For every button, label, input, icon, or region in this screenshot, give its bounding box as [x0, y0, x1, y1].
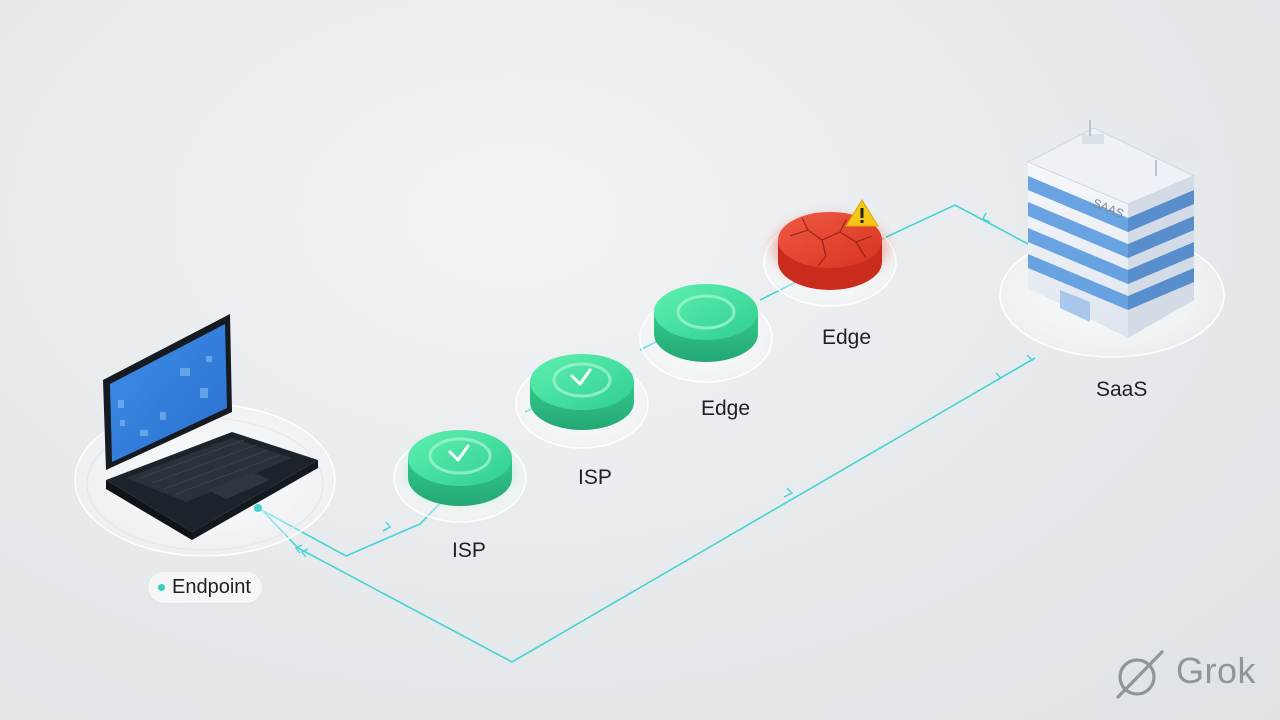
node-isp-1[interactable]: [393, 430, 527, 523]
node-edge-1[interactable]: [639, 284, 773, 383]
endpoint-label-text: Endpoint: [172, 576, 251, 598]
saas-building[interactable]: SAAS: [999, 120, 1225, 358]
cloud-icon: [1156, 129, 1202, 162]
brand-name: Grok: [1176, 650, 1257, 691]
request-path-line: [257, 204, 1036, 663]
label-isp-1: ISP: [452, 539, 486, 562]
label-edge-2: Edge: [822, 326, 872, 349]
status-dot: [158, 584, 165, 591]
node-isp-2[interactable]: [515, 354, 649, 449]
label-edge-1: Edge: [701, 397, 751, 420]
node-edge-2-failed[interactable]: [763, 199, 897, 307]
crack-lines: [789, 217, 873, 267]
endpoint-laptop[interactable]: [74, 314, 336, 557]
path-arrows: [294, 212, 1034, 558]
check-icon: [570, 368, 592, 386]
grok-logo-icon: [1116, 650, 1164, 699]
brand-watermark: Grok: [1176, 650, 1256, 692]
label-saas: SaaS: [1096, 378, 1148, 401]
endpoint-label: Endpoint: [148, 572, 262, 603]
check-icon: [448, 444, 470, 462]
label-isp-2: ISP: [578, 466, 612, 489]
warning-icon: [845, 199, 879, 227]
